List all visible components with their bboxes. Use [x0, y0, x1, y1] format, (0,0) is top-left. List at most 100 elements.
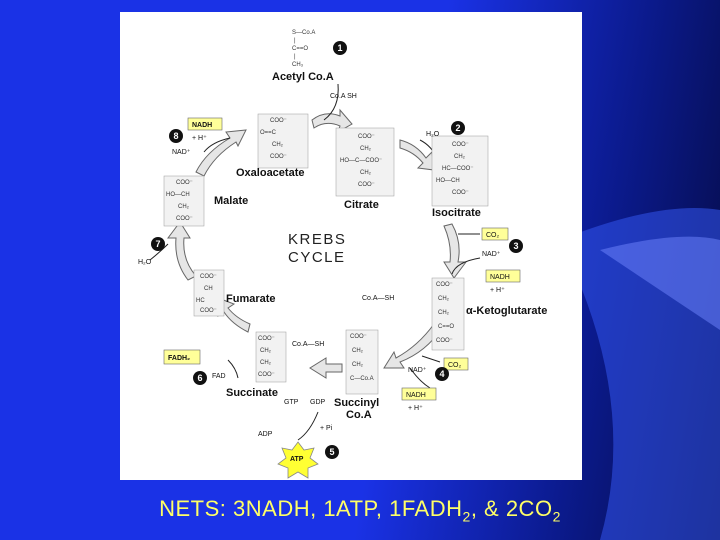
nad-3-label: NAD⁺ [172, 149, 191, 156]
isocitrate-label: Isocitrate [432, 207, 481, 219]
svg-text:COO⁻: COO⁻ [270, 154, 287, 160]
fad-arrow [227, 359, 239, 379]
svg-text:C==O: C==O [292, 46, 308, 52]
fad-label: FAD [212, 373, 226, 380]
nadh-1-label: NADH [490, 274, 510, 281]
svg-text:CH₂: CH₂ [352, 362, 364, 368]
svg-text:C—Co.A: C—Co.A [350, 376, 374, 382]
svg-text:CH₂: CH₂ [260, 360, 272, 366]
gdp-label: GDP [310, 399, 326, 406]
nad-arrow-1 [451, 257, 481, 275]
step-number-4: 4 [439, 369, 444, 379]
step-numbers: 1 2 3 4 5 6 7 8 [155, 43, 518, 457]
svg-text:HO—C—COO⁻: HO—C—COO⁻ [340, 158, 382, 164]
nadh-3-label: NADH [192, 122, 212, 129]
svg-text:CH₂: CH₂ [454, 154, 466, 160]
co2-2-label: CO₂ [448, 362, 462, 369]
coa-release-arrow [323, 83, 339, 121]
fumarate-label: Fumarate [226, 293, 276, 305]
svg-text:S—Co.A: S—Co.A [292, 30, 315, 36]
step-badge-2 [451, 121, 465, 135]
acetyl-coa-label: Acetyl Co.A [272, 71, 334, 83]
svg-text:COO⁻: COO⁻ [452, 142, 469, 148]
atp-arrow [297, 411, 319, 441]
nad-arrow-2 [409, 367, 431, 389]
svg-text:COO⁻: COO⁻ [176, 216, 193, 222]
step-number-1: 1 [337, 43, 342, 53]
caption-middle: , & 2CO [470, 496, 553, 521]
arrow-ketoglutarate-to-succinylcoa [383, 323, 443, 369]
svg-text:COO⁻: COO⁻ [258, 336, 275, 342]
svg-text:COO⁻: COO⁻ [200, 274, 217, 280]
fumarate-box [193, 269, 225, 317]
isocitrate-box [431, 135, 489, 207]
svg-text:HC—COO⁻: HC—COO⁻ [442, 166, 474, 172]
svg-text:COO⁻: COO⁻ [358, 134, 375, 140]
caption-sub-1: 2 [462, 508, 471, 525]
step-badge-6 [193, 371, 207, 385]
nad-1-label: NAD⁺ [482, 251, 501, 258]
svg-text:CH₃: CH₃ [292, 62, 304, 68]
svg-text:CH: CH [204, 286, 213, 292]
step-number-6: 6 [197, 373, 202, 383]
co2-1-label: CO₂ [486, 232, 500, 239]
hplus-3-label: + H⁺ [192, 135, 207, 142]
h2o-2-label: H₂O [138, 259, 152, 266]
svg-text:COO⁻: COO⁻ [350, 334, 367, 340]
h2o-arrow-2 [149, 243, 169, 261]
arrow-isocitrate-to-ketoglutarate [443, 223, 467, 279]
arrow-succinate-to-fumarate [217, 297, 251, 333]
cycle-title-line-1: KREBS [288, 231, 346, 248]
co2-2-highlight [443, 357, 469, 371]
svg-text:COO⁻: COO⁻ [358, 182, 375, 188]
coa-sh-2-label: Co.A—SH [362, 295, 394, 302]
caption-prefix: NETS: 3NADH, 1ATP, 1FADH [159, 496, 463, 521]
nadh-2-label: NADH [406, 392, 426, 399]
svg-text:CH₂: CH₂ [178, 204, 190, 210]
svg-text:CH₂: CH₂ [260, 348, 272, 354]
succinylcoa-label-2: Co.A [346, 409, 372, 421]
svg-text:CH₂: CH₂ [438, 310, 450, 316]
svg-text:HO—CH: HO—CH [166, 192, 190, 198]
step-badges [151, 41, 523, 459]
oxaloacetate-label: Oxaloacetate [236, 167, 304, 179]
step-badge-8 [169, 129, 183, 143]
step-badge-7 [151, 237, 165, 251]
succinate-box [255, 331, 287, 383]
co2-arrow-2 [421, 355, 441, 363]
svg-text:|: | [294, 54, 296, 60]
citrate-label: Citrate [344, 199, 379, 211]
caption-sub-2: 2 [552, 508, 561, 525]
ketoglutarate-label: α-Ketoglutarate [466, 305, 547, 317]
structural-formulas: S—Co.A | C==O | CH₃ COO⁻ O==C CH₂ COO⁻ C… [166, 30, 474, 382]
malate-label: Malate [214, 195, 248, 207]
succinylcoa-label-1: Succinyl [334, 397, 379, 409]
svg-text:COO⁻: COO⁻ [436, 282, 453, 288]
svg-text:HO—CH: HO—CH [436, 178, 460, 184]
svg-text:CH₂: CH₂ [352, 348, 364, 354]
svg-text:CH₂: CH₂ [272, 142, 284, 148]
nadh-2-highlight [401, 387, 437, 401]
h2o-1-label: H₂O [426, 131, 440, 138]
citrate-box [335, 127, 395, 197]
step-badge-5 [325, 445, 339, 459]
succinylcoa-box [345, 329, 379, 395]
arrow-malate-to-oxaloacetate [195, 129, 247, 177]
oxaloacetate-box [257, 113, 309, 169]
svg-text:|: | [294, 38, 296, 44]
cycle-title-line-2: CYCLE [288, 249, 346, 266]
cofactor-labels: Co.A SH H₂O CO₂ NAD⁺ NADH + H⁺ Co.A—SH N… [138, 93, 510, 463]
svg-text:COO⁻: COO⁻ [270, 118, 287, 124]
svg-text:O==C: O==C [260, 130, 277, 136]
step-number-7: 7 [155, 239, 160, 249]
coa-sh-3-label: Co.A—SH [292, 341, 324, 348]
fadh2-highlight [163, 349, 201, 365]
step-number-2: 2 [455, 123, 460, 133]
step-badge-1 [333, 41, 347, 55]
malate-box [163, 175, 205, 227]
svg-text:CH₂: CH₂ [360, 146, 372, 152]
hplus-2-label: + H⁺ [408, 405, 423, 412]
side-arrows [149, 83, 481, 441]
svg-text:COO⁻: COO⁻ [258, 372, 275, 378]
svg-text:CH₂: CH₂ [438, 296, 450, 302]
